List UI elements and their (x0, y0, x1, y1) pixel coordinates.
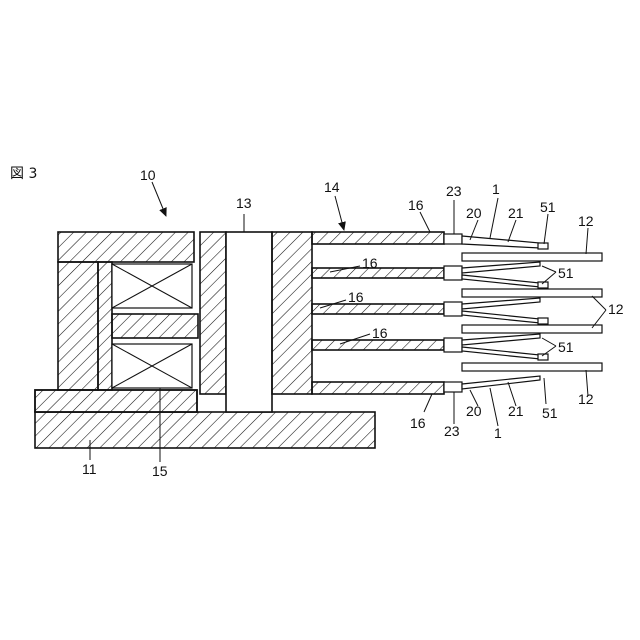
label-51-b: 51 (558, 339, 574, 355)
label-20-bottom: 20 (466, 403, 482, 419)
label-11: 11 (82, 461, 97, 477)
label-1-top: 1 (492, 181, 500, 197)
label-12-mid: 12 (608, 301, 624, 317)
label-10: 10 (140, 167, 156, 183)
arm-16-a (312, 268, 444, 278)
label-23-top: 23 (446, 183, 462, 199)
label-21-top: 21 (508, 205, 524, 221)
arm-16-b (312, 304, 444, 314)
motor-housing-10 (58, 232, 198, 390)
label-12-top: 12 (578, 213, 594, 229)
carriage-14 (272, 232, 444, 394)
figure-title: 図 3 (10, 166, 37, 182)
actuator-block (200, 232, 272, 412)
label-14: 14 (324, 179, 340, 195)
label-16-bottom: 16 (410, 415, 426, 431)
label-21-bottom: 21 (508, 403, 524, 419)
disk-1 (462, 253, 602, 261)
disk-4 (462, 363, 602, 371)
label-23-bottom: 23 (444, 423, 460, 439)
arm-16-c (312, 340, 444, 350)
label-16-a: 16 (362, 255, 378, 271)
label-16-top: 16 (408, 197, 424, 213)
label-12-bottom: 12 (578, 391, 594, 407)
label-1-bottom: 1 (494, 425, 502, 441)
label-16-b: 16 (348, 289, 364, 305)
disk-3 (462, 325, 602, 333)
label-51-bottom: 51 (542, 405, 558, 421)
shaft-13 (226, 232, 272, 412)
label-51-a: 51 (558, 265, 574, 281)
label-13: 13 (236, 195, 252, 211)
label-15: 15 (152, 463, 168, 479)
disk-2 (462, 289, 602, 297)
base-plate-11 (35, 390, 375, 448)
label-51-top: 51 (540, 199, 556, 215)
arm-16-bottom (312, 382, 444, 394)
label-16-c: 16 (372, 325, 388, 341)
arm-16-top (312, 232, 444, 244)
label-20-top: 20 (466, 205, 482, 221)
